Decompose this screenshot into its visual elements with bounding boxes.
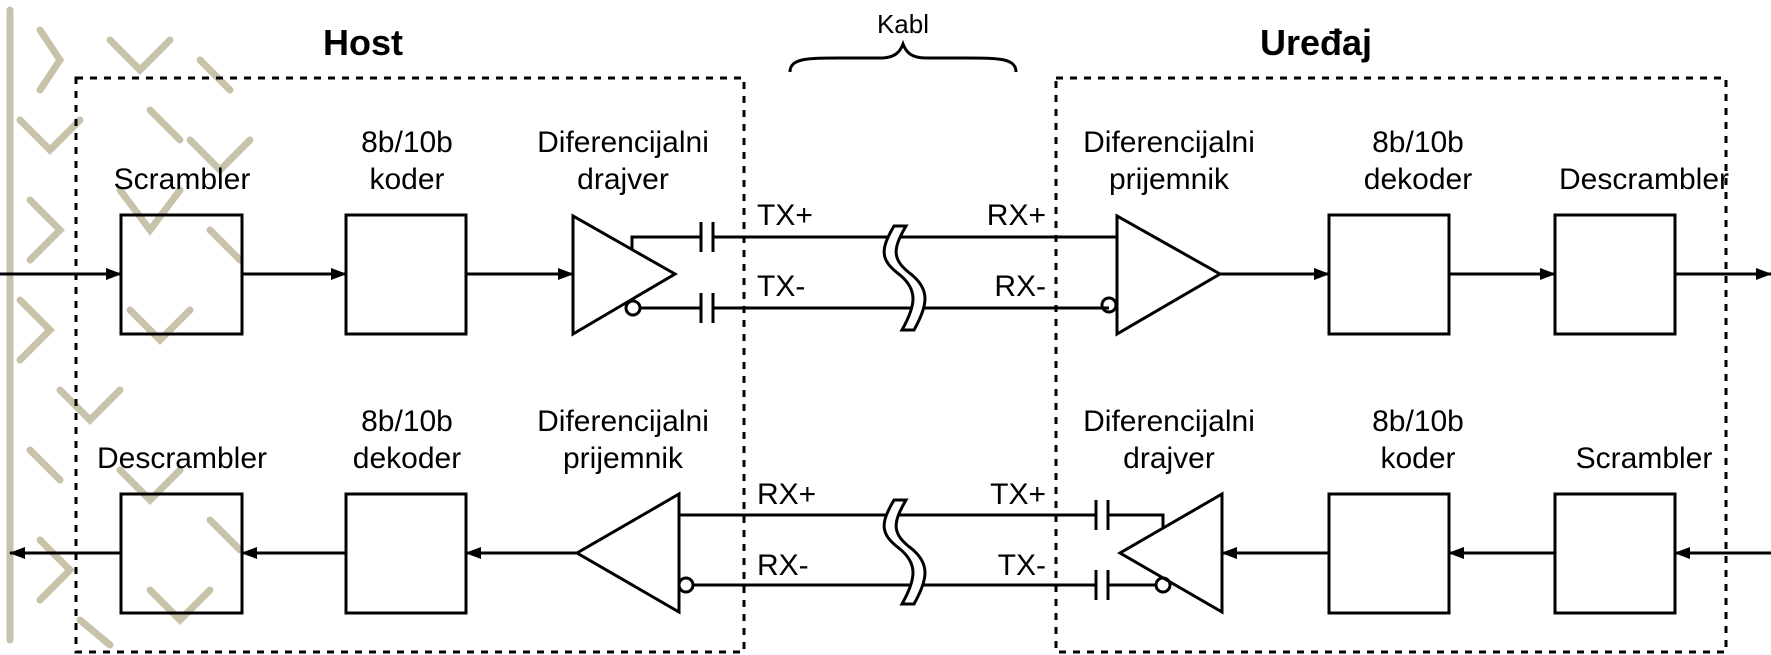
device-encoder-block [1327,492,1451,615]
rx-minus-label: RX- [757,549,809,582]
device-driver-label-2: drajver [1123,442,1215,475]
device-driver-label-1: Diferencijalni [1083,405,1255,438]
rx-plus-label: RX+ [987,199,1046,232]
host-decoder-label-1: 8b/10b [361,405,453,438]
background-texture [6,6,254,649]
host-receiver-label-1: Diferencijalni [537,405,709,438]
inverter-bubble [677,576,695,594]
rx-plus-label: RX+ [757,478,816,511]
device-decoder-label-1: 8b/10b [1372,126,1464,159]
device-encoder-label-1: 8b/10b [1372,405,1464,438]
host-driver-label-1: Diferencijalni [537,126,709,159]
cable-label: Kabl [877,9,929,39]
inverter-bubble [1100,296,1118,314]
device-scrambler-label: Scrambler [1576,442,1713,475]
rx-minus-label: RX- [994,270,1046,303]
host-driver-label-2: drajver [577,163,669,196]
device-scrambler-block [1553,492,1677,615]
tx-plus-label: TX+ [990,478,1046,511]
host-encoder-block [344,213,468,336]
host-encoder-label-1: 8b/10b [361,126,453,159]
device-descrambler-block [1553,213,1677,336]
host-scrambler-label: Scrambler [114,163,251,196]
host-driver-triangle [571,213,678,337]
device-encoder-label-2: koder [1380,442,1455,475]
device-decoder-label-2: dekoder [1364,163,1472,196]
tx-plus-wire [1108,513,1165,528]
device-decoder-block [1327,213,1451,336]
device-receiver-label-1: Diferencijalni [1083,126,1255,159]
inverter-bubble [624,299,642,317]
host-decoder-block [344,492,468,615]
host-descrambler-block [119,492,244,615]
host-encoder-label-2: koder [369,163,444,196]
tx-plus-label: TX+ [757,199,813,232]
tx-plus-wire [630,235,701,249]
tx-minus-label: TX- [998,549,1046,582]
device-receiver-triangle [1115,213,1224,337]
host-receiver-label-2: prijemnik [563,442,684,475]
host-title: Host [323,22,403,63]
cable-brace [788,39,1018,73]
host-receiver-triangle [574,491,681,615]
cable-break [882,498,927,606]
device-title: Uređaj [1260,22,1372,63]
cable-break [882,224,927,332]
device-driver-triangle [1117,491,1224,615]
host-decoder-label-2: dekoder [353,442,461,475]
host-region [74,76,746,654]
tx-minus-label: TX- [757,270,805,303]
host-descrambler-label: Descrambler [97,442,267,475]
device-region [1054,76,1728,654]
device-descrambler-label: Descrambler [1559,163,1729,196]
device-receiver-label-2: prijemnik [1109,163,1230,196]
